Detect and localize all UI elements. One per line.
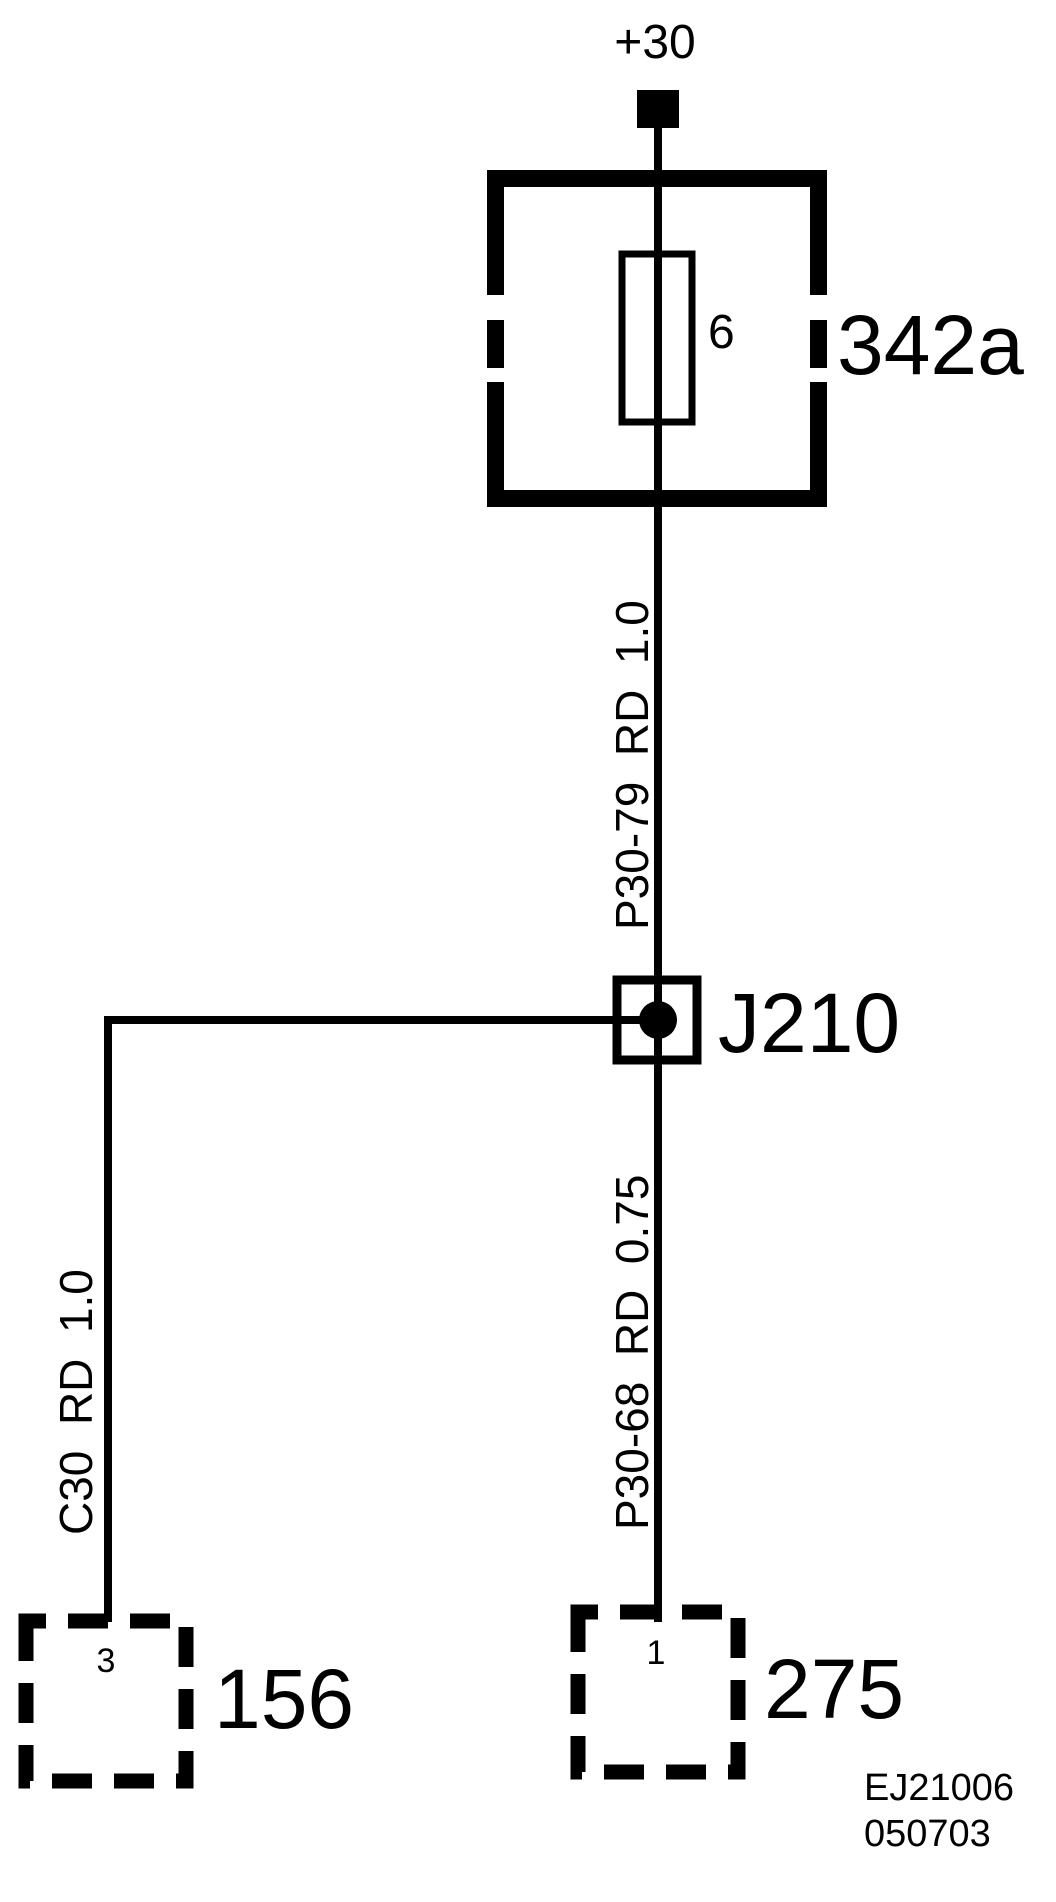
- reference-code: EJ21006: [864, 1767, 1014, 1809]
- connector-275-label: 275: [764, 1642, 904, 1736]
- supply-terminal: [637, 90, 679, 128]
- fuse-box-outline: [487, 170, 827, 507]
- junction-label: J210: [718, 976, 900, 1070]
- connector-156-outline: [18, 1613, 194, 1789]
- wire-left-label: C30 RD 1.0: [50, 1269, 102, 1535]
- supply-label: +30: [614, 16, 695, 69]
- connector-156-label: 156: [214, 1652, 354, 1746]
- branch-wire: [104, 1016, 658, 1622]
- wire-lower-label: P30-68 RD 0.75: [606, 1175, 658, 1530]
- connector-275-outline: [570, 1604, 746, 1780]
- fuse-number: 6: [708, 306, 735, 359]
- wire-upper-label: P30-79 RD 1.0: [606, 600, 658, 930]
- connector-156-pin: 3: [97, 1642, 116, 1680]
- fuse-box-label: 342a: [837, 298, 1024, 392]
- reference-date: 050703: [864, 1813, 991, 1855]
- connector-275-pin: 1: [647, 1634, 666, 1672]
